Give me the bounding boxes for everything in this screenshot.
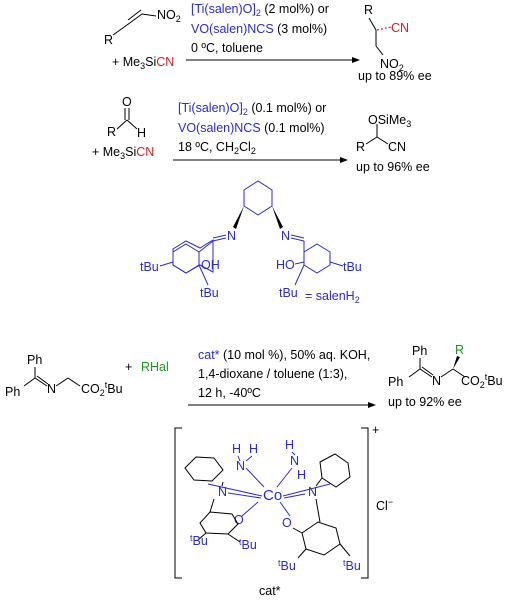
catalyst-h-4: H (297, 468, 306, 482)
r2-product-cn: CN (388, 140, 406, 154)
salen-oh: OH (201, 258, 220, 272)
r3-product-ph-top: Ph (412, 344, 427, 358)
salen-tbu-1: tBu (140, 260, 159, 274)
r3-product-n: N (432, 374, 441, 388)
catalyst-o-right: O (282, 516, 292, 530)
r1-tmscn-reagent: + Me3SiCN (112, 55, 174, 71)
r1-product-cn: CN (391, 21, 409, 35)
r3-product-r: R (455, 343, 464, 357)
r2-ee: up to 96% ee (356, 160, 430, 174)
reaction-3: Ph Ph N CO2tBu + RHal cat* (10 mol %), 5… (5, 343, 503, 409)
r1-conditions: 0 ºC, toluene (191, 41, 263, 55)
r3-imine-n: N (47, 382, 56, 396)
r1-arrow (186, 57, 360, 63)
r3-product-structure: Ph Ph N R CO2tBu (388, 343, 503, 390)
r1-product-nitro: NO2 (380, 57, 404, 73)
catalyst-tbu-2: tBu (239, 537, 257, 552)
catalyst-o-left: O (234, 513, 244, 527)
catalyst-charge: + (372, 423, 379, 437)
r2-catalyst-ti: [Ti(salen)O]2 (0.1 mol%) or (178, 101, 326, 117)
coordination-bonds (207, 467, 331, 517)
catalyst-h-3: H (285, 438, 294, 452)
r1-catalyst-ti: [Ti(salen)O]2 (2 mol%) or (191, 2, 329, 18)
catalyst-label: cat* (259, 584, 281, 598)
r3-arrow (188, 402, 376, 408)
salen-left-ring (172, 239, 214, 274)
r3-conditions-line1: cat* (10 mol %), 50% aq. KOH, (198, 348, 370, 362)
r2-tmscn-reagent: + Me3SiCN (92, 145, 154, 161)
catalyst-tbu-3: tBu (278, 558, 296, 573)
r3-product-ph-left: Ph (388, 375, 403, 389)
reaction-2: O R H + Me3SiCN [Ti(salen)O]2 (0.1 mol%)… (92, 95, 430, 174)
catalyst-n-amine-left: N (236, 459, 245, 473)
catalyst-n-amine-right: N (290, 454, 299, 468)
catalyst-left-ring (197, 498, 241, 543)
salen-n-left: N (227, 229, 236, 243)
salen-ligand: N N tBu OH HO tBu tBu tBu = salenH2 (140, 180, 362, 305)
catalyst-h-1: H (232, 442, 241, 456)
r1-product-r: R (364, 3, 373, 17)
r2-product-r: R (356, 140, 365, 154)
r2-carbonyl-o: O (122, 95, 132, 109)
salen-label: = salenH2 (305, 289, 360, 305)
r3-ph-top: Ph (27, 353, 42, 367)
r3-conditions-line3: 12 h, -40ºC (198, 386, 261, 400)
r1-nitro-group: NO2 (157, 8, 181, 24)
cobalt-catalyst: + H H N H N H Co N N (174, 423, 393, 598)
catalyst-co: Co (263, 487, 282, 504)
r3-ee: up to 92% ee (388, 395, 462, 409)
salen-tbu-2: tBu (200, 286, 219, 300)
r3-conditions-line2: 1,4-dioxane / toluene (1:3), (198, 367, 347, 381)
salen-tbu-3: tBu (279, 286, 298, 300)
r1-product-structure: R CN NO2 (364, 3, 409, 73)
catalyst-counterion: Cl− (376, 497, 393, 513)
r3-rhal: RHal (141, 360, 169, 374)
catalyst-h-2: H (249, 442, 258, 456)
glycine-imine-structure: Ph Ph N CO2tBu (5, 353, 123, 399)
catalyst-n-imine-right: N (308, 485, 317, 499)
r1-ee: up to 89% ee (358, 69, 432, 83)
salen-tbu-4: tBu (343, 260, 362, 274)
salen-n-right: N (281, 229, 290, 243)
catalyst-left-bracket (174, 427, 182, 579)
r3-ph-left: Ph (5, 385, 20, 399)
catalyst-n-imine-left: N (218, 485, 227, 499)
catalyst-right-bracket (361, 427, 369, 579)
r2-r-group: R (107, 125, 116, 139)
r3-ester: CO2tBu (81, 380, 123, 398)
r2-catalyst-v: VO(salen)NCS (0.1 mol%) (178, 121, 325, 135)
r2-arrow (173, 157, 348, 163)
catalyst-tbu-4: tBu (343, 558, 361, 573)
catalyst-right-ring (292, 498, 351, 559)
aldehyde-structure: O R H (107, 95, 146, 140)
r1-r-group: R (104, 33, 113, 47)
catalyst-tbu-1: tBu (190, 533, 208, 548)
r2-aldehyde-h: H (137, 126, 146, 140)
salen-ho: HO (276, 258, 295, 272)
r3-product-ester: CO2tBu (461, 372, 503, 390)
reaction-1: R NO2 + Me3SiCN [Ti(salen)O]2 (2 mol%) o… (104, 2, 432, 83)
r2-product-osime3: OSiMe3 (368, 113, 411, 129)
salen-cyclohexane (243, 180, 273, 216)
r1-catalyst-v: VO(salen)NCS (3 mol%) (191, 22, 327, 36)
r3-plus: + (125, 360, 132, 374)
nitroalkene-structure: R NO2 (104, 8, 181, 47)
r2-product-structure: OSiMe3 R CN (356, 113, 411, 154)
r2-conditions: 18 ºC, CH2Cl2 (178, 140, 256, 156)
salen-right-ring (303, 241, 331, 274)
